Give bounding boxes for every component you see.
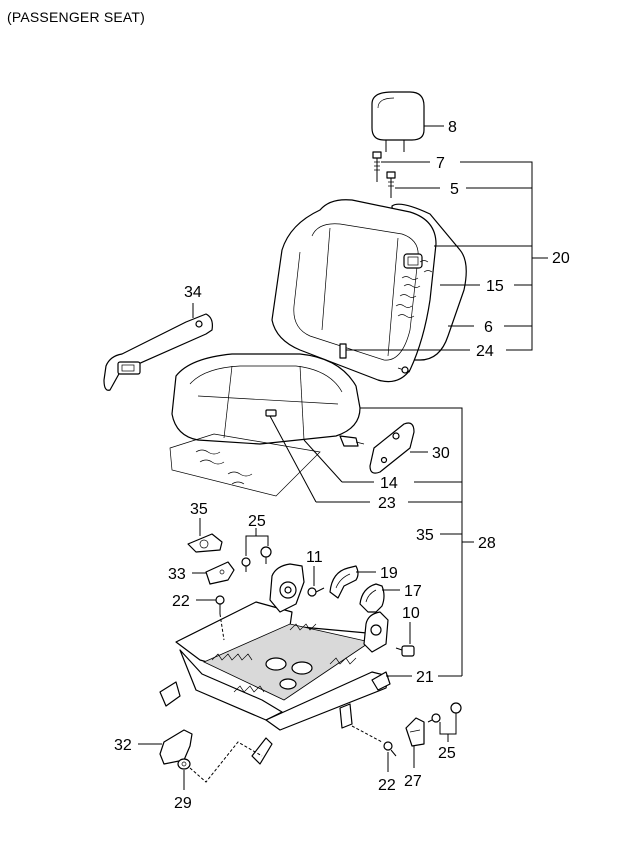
callout-6: 6 xyxy=(484,319,493,336)
headrest xyxy=(371,91,425,152)
bracket-20 xyxy=(460,161,533,351)
callout-34: 34 xyxy=(184,284,202,301)
cover-17 xyxy=(359,583,385,613)
cover-19 xyxy=(329,565,359,599)
callout-15: 15 xyxy=(486,278,504,295)
callout-35b: 35 xyxy=(416,527,434,544)
callout-22a: 22 xyxy=(172,593,190,610)
callout-8: 8 xyxy=(448,119,457,136)
headrest-guide-5 xyxy=(386,171,396,198)
callout-30: 30 xyxy=(432,445,450,462)
side-cover xyxy=(103,313,213,391)
callout-27: 27 xyxy=(404,773,422,790)
callout-11: 11 xyxy=(306,549,323,566)
callout-22b: 22 xyxy=(378,777,396,794)
bolt-22-upper xyxy=(215,595,225,641)
clip-27 xyxy=(405,717,425,747)
headrest-guide-7 xyxy=(372,151,382,182)
leader-14 xyxy=(303,439,343,483)
callout-33: 33 xyxy=(168,566,186,583)
callout-5: 5 xyxy=(450,181,459,198)
leader-25b xyxy=(439,720,457,735)
callout-25a: 25 xyxy=(248,513,266,530)
leader-25a xyxy=(245,535,269,556)
bolt-25-upper xyxy=(241,546,272,572)
leader-23 xyxy=(269,415,317,503)
seat-cushion xyxy=(169,353,365,497)
bracket-28 xyxy=(360,407,463,676)
callout-19: 19 xyxy=(380,565,398,582)
callout-10: 10 xyxy=(402,605,420,622)
callout-24: 24 xyxy=(476,343,494,360)
part-35-clip xyxy=(187,533,223,553)
callout-29: 29 xyxy=(174,795,192,812)
callout-25b: 25 xyxy=(438,745,456,762)
bolt-22-lower xyxy=(351,725,397,757)
seat-frame xyxy=(159,563,391,765)
callout-23: 23 xyxy=(378,495,396,512)
callout-35a: 35 xyxy=(190,501,208,518)
bolt-10 xyxy=(395,645,415,657)
bracket-33 xyxy=(205,561,235,585)
callout-7: 7 xyxy=(436,155,445,172)
bolt-25-lower xyxy=(427,702,462,723)
seat-back xyxy=(271,199,467,383)
nut-29 xyxy=(177,758,191,770)
side-trim xyxy=(369,422,415,474)
callout-20: 20 xyxy=(552,250,570,267)
callout-17: 17 xyxy=(404,583,422,600)
callout-14: 14 xyxy=(380,475,398,492)
lever-32 xyxy=(159,729,193,765)
callout-28: 28 xyxy=(478,535,496,552)
callout-21: 21 xyxy=(416,669,434,686)
callout-32: 32 xyxy=(114,737,132,754)
diagram-title: (PASSENGER SEAT) xyxy=(7,9,146,25)
bolt-11 xyxy=(307,587,325,597)
